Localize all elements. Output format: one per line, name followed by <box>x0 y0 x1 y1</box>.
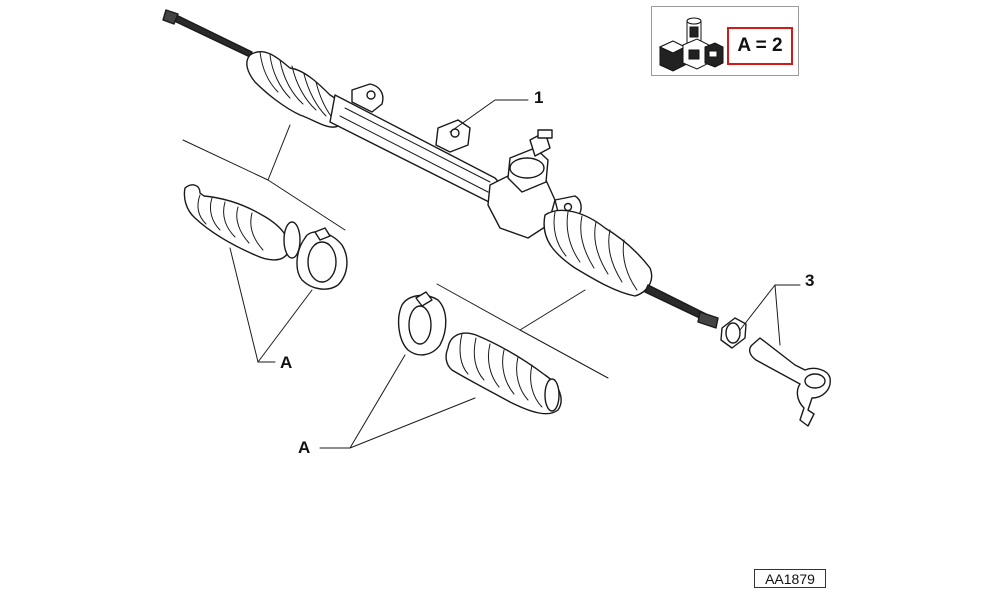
callout-tie-rod-end: 3 <box>805 271 814 290</box>
callout-boot-kit-upper: A <box>280 353 292 372</box>
diagram-reference-code: AA1879 <box>754 569 826 588</box>
callout-rack: 1 <box>534 88 543 107</box>
bracket-lines <box>182 124 609 379</box>
quantity-badge: A = 2 <box>727 27 793 65</box>
parts-kit-icon <box>658 17 724 72</box>
tie-rod-end <box>748 337 831 427</box>
boot-kit-upper <box>183 184 348 290</box>
steering-rack <box>162 9 719 329</box>
leader-lines <box>229 99 801 449</box>
tie-rod-end-parts <box>720 317 831 427</box>
boot-kit-lower <box>397 291 562 415</box>
parts-quantity-legend: A = 2 <box>651 6 799 76</box>
callout-boot-kit-lower: A <box>298 438 310 457</box>
